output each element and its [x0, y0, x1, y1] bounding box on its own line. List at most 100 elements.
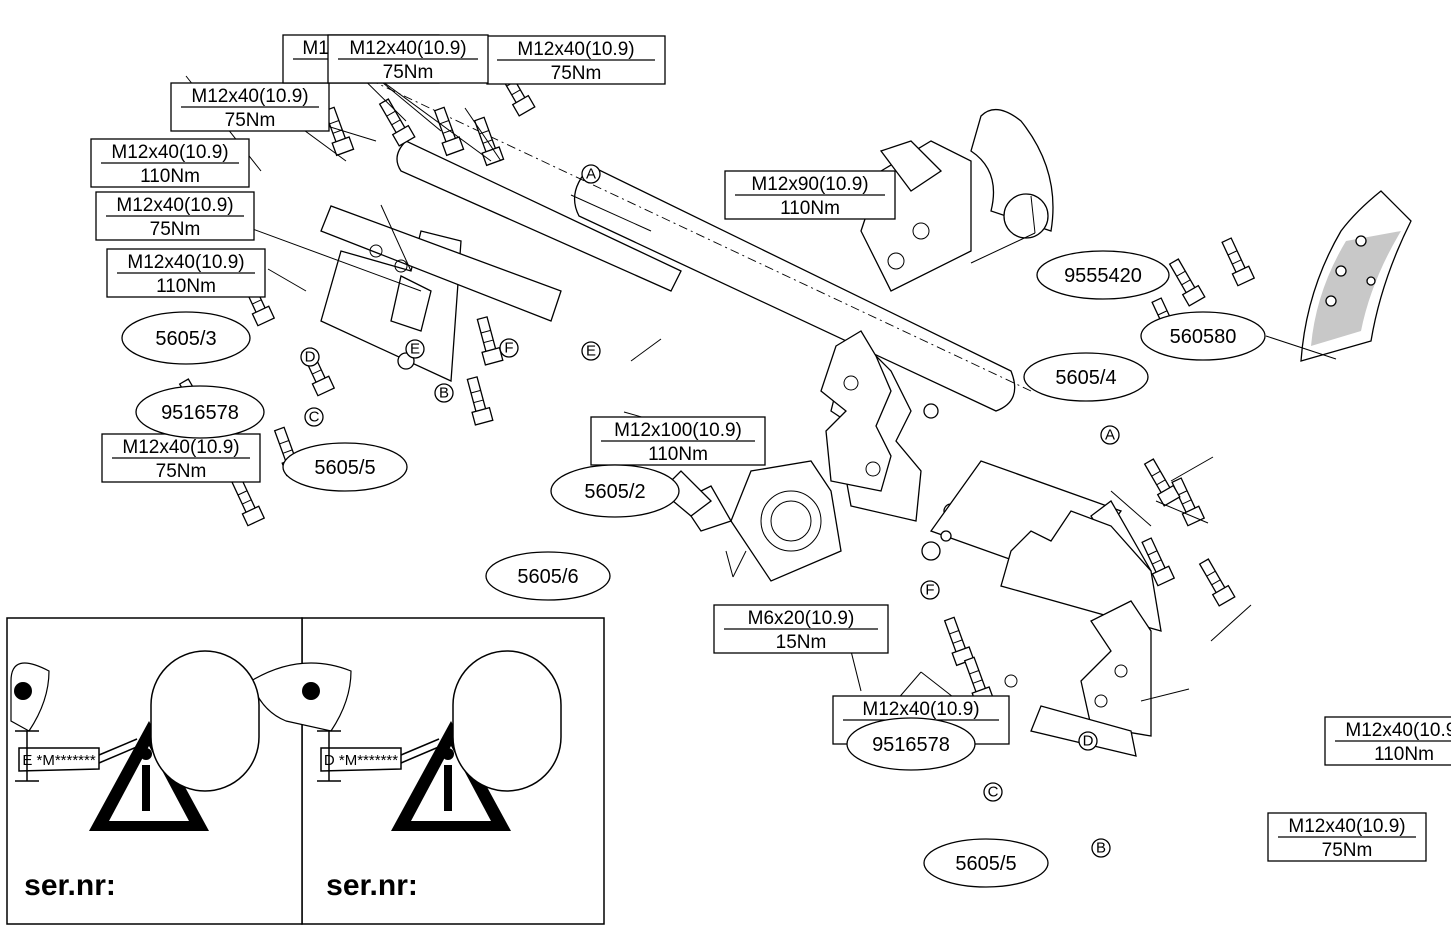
torque-callout: M12x40(10.9) 75Nm — [101, 433, 261, 483]
reference-letter-text: A — [1105, 427, 1115, 444]
plate-text-right: E *M******* — [22, 752, 96, 769]
reference-letter: E — [581, 341, 601, 361]
bolt-spec: M12x90(10.9) — [751, 174, 868, 195]
panel-left-content: ser.nr: D *M******* — [250, 650, 562, 902]
bolt-spec: M12x40(10.9) — [116, 195, 233, 216]
plate-text-left: D *M******* — [324, 752, 398, 769]
reference-letter: C — [983, 782, 1003, 802]
torque-callout: M12x40(10.9) 75Nm — [170, 82, 330, 132]
part-number: 9516578 — [135, 385, 265, 439]
bolt — [433, 106, 465, 157]
torque-callout: M12x40(10.9)110Nm — [106, 248, 266, 298]
side-bracket-right — [921, 460, 1162, 757]
reference-letter-text: D — [1083, 733, 1094, 750]
reference-letters: A A B B C C D D E E F F — [300, 164, 1120, 858]
torque-value: 75Nm — [551, 63, 602, 84]
torque-callouts: M12x40(10.9)75NmM12x40(10.9)110NmM12x40(… — [90, 34, 1451, 862]
part-number-labels: 9555420 560580 5605/4 5605/2 5605/6 5605/5 951… — [121, 250, 1266, 888]
panel-right-content: ser.nr: E *M******* — [10, 650, 260, 902]
part-number: 9555420 — [1036, 250, 1170, 300]
rotated-sheet: M12x40(10.9)75NmM12x40(10.9)110NmM12x40(… — [6, 34, 1451, 925]
part-number-text: 5605/2 — [584, 481, 645, 503]
bolt — [1143, 458, 1181, 507]
torque-value: 110Nm — [1374, 744, 1434, 765]
part-number-text: 9555420 — [1064, 265, 1142, 287]
reference-letter: A — [1100, 425, 1120, 445]
reference-letter: F — [499, 338, 519, 358]
reference-letter-text: B — [1096, 840, 1106, 857]
part-number: 5605/6 — [485, 551, 611, 601]
bolt — [1221, 237, 1256, 287]
socket-plate — [660, 460, 842, 582]
bolt-spec: M12x40(10.9) — [191, 86, 308, 107]
torque-value: 15Nm — [776, 632, 827, 653]
eye-icon — [250, 662, 352, 732]
reference-letter-text: D — [305, 349, 316, 366]
reference-letter-text: F — [925, 582, 934, 599]
torque-callout: M12x40(10.9)110Nm — [1324, 716, 1451, 766]
bolt — [1168, 258, 1206, 307]
torque-value: 75Nm — [225, 110, 276, 131]
torque-value: 75Nm — [383, 62, 434, 83]
bolt — [1141, 537, 1176, 587]
bolt-spec: M12x100(10.9) — [614, 420, 742, 441]
torque-value: 110Nm — [780, 198, 840, 219]
reference-letter: F — [920, 580, 940, 600]
serial-label: ser.nr: — [24, 869, 116, 902]
bolt-spec: M12x40(10.9) — [517, 39, 634, 60]
torque-callout: M6x20(10.9) 15Nm — [713, 604, 889, 654]
reference-letter: B — [1091, 838, 1111, 858]
reference-letter: E — [405, 339, 425, 359]
bolt-spec: M12x40(10.9) — [111, 142, 228, 163]
reference-letter-text: C — [988, 784, 999, 801]
serial-label: ser.nr: — [326, 869, 418, 902]
side-bracket-left — [320, 205, 562, 382]
eye-icon — [10, 662, 50, 732]
part-number: 5605/2 — [550, 464, 680, 518]
part-number-text: 5605/4 — [1055, 367, 1116, 389]
part-number: 5605/4 — [1023, 352, 1149, 402]
torque-callout: M12x40(10.9) 75Nm — [1267, 812, 1427, 862]
part-number-text: 9516578 — [872, 734, 950, 756]
bumper-cutout — [1300, 190, 1412, 362]
torque-value: 75Nm — [150, 219, 201, 240]
torque-value: 75Nm — [156, 461, 207, 482]
torque-callout: M12x90(10.9) 110Nm — [724, 170, 896, 220]
part-number: 5605/5 — [282, 442, 408, 492]
eye-oval — [150, 650, 260, 792]
info-panels: ser.nr: D *M******* ser.nr: E *M******* — [6, 617, 605, 925]
part-number-text: 5605/5 — [955, 853, 1016, 875]
reference-letter-text: F — [504, 340, 513, 357]
part-number: 5605/5 — [923, 838, 1049, 888]
reference-letter: A — [581, 164, 601, 184]
reference-letter-text: E — [586, 343, 596, 360]
bolt — [466, 376, 494, 426]
reference-letter: D — [1078, 731, 1098, 751]
part-number: 9516578 — [846, 717, 976, 771]
torque-callout: M12x40(10.9)110Nm — [90, 138, 250, 188]
part-number: 5605/3 — [121, 311, 251, 365]
reference-letter: B — [434, 383, 454, 403]
center-bracket — [820, 330, 959, 522]
bolt-spec: M12x40(10.9) — [1288, 816, 1405, 837]
part-number-text: 560580 — [1170, 326, 1237, 348]
bolt — [943, 616, 975, 667]
reference-letter-text: B — [439, 385, 449, 402]
bolt — [1198, 558, 1236, 607]
bolt-spec: M6x20(10.9) — [748, 608, 855, 629]
torque-callout: M12x40(10.9) 75Nm — [327, 34, 489, 84]
reference-letter: C — [304, 407, 324, 427]
bolt — [473, 116, 505, 167]
reference-letter-text: A — [586, 166, 596, 183]
bolt-spec: M12x40(10.9) — [349, 38, 466, 59]
eye-oval — [452, 650, 562, 792]
reference-letter-text: C — [309, 409, 320, 426]
bolt — [378, 98, 416, 147]
bolt-spec: M12x40(10.9) — [862, 699, 979, 720]
bolt-spec: M12x40(10.9) — [122, 437, 239, 458]
part-number: 560580 — [1140, 311, 1266, 361]
torque-callout: M12x40(10.9) 75Nm — [486, 35, 666, 85]
reference-letter-text: E — [410, 341, 420, 358]
torque-value: 75Nm — [1322, 840, 1373, 861]
